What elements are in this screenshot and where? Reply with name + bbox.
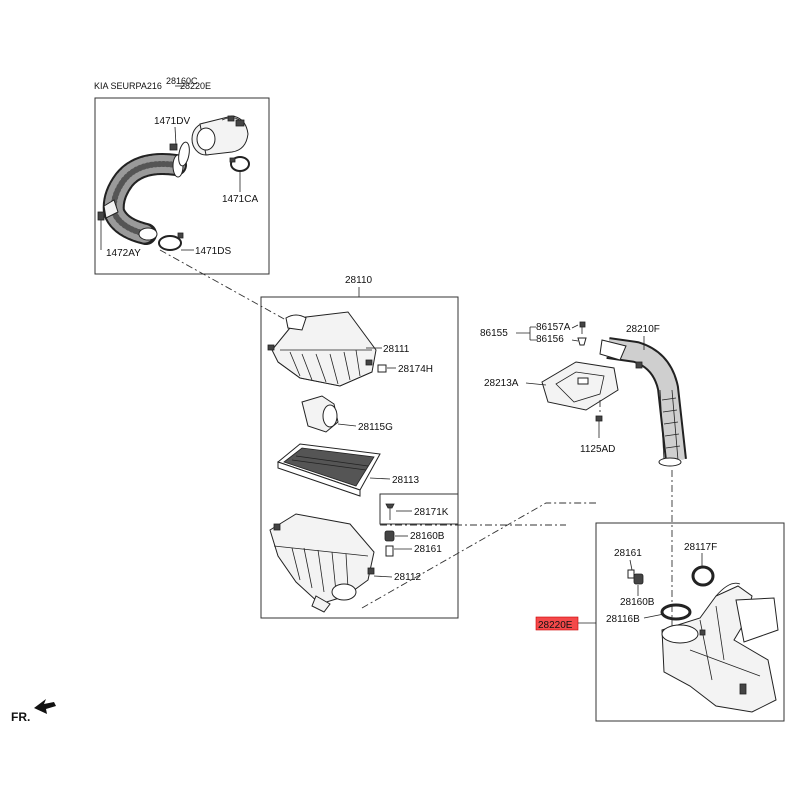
seal-28117f-part[interactable] xyxy=(691,565,715,587)
intake-hose-group: KIA SEURPA216 28160C 28220E xyxy=(94,76,270,275)
link-cleaner-to-duct xyxy=(361,502,596,609)
clamp-1471ds-part[interactable] xyxy=(158,232,184,251)
grommet-28160b-b-part[interactable] xyxy=(633,573,644,585)
intake-tube-28210f-part[interactable] xyxy=(599,337,687,467)
label-1472ay: 1472AY xyxy=(106,248,141,259)
label-1471ds: 1471DS xyxy=(195,246,231,257)
label-1471ca: 1471CA xyxy=(222,194,258,205)
label-28117f: 28117F xyxy=(684,542,717,553)
bolt-28171k-part[interactable] xyxy=(385,503,395,520)
link-hose-to-cleaner xyxy=(159,249,296,326)
seal-28116b-part[interactable] xyxy=(660,603,692,621)
label-28115g: 28115G xyxy=(358,422,393,433)
label-28210f: 28210F xyxy=(626,324,660,335)
intake-duct-28220e-group: 28161 28160B 28117F 28116B xyxy=(535,522,785,722)
label-86155: 86155 xyxy=(480,328,508,339)
sensor-duct-28115g-part[interactable] xyxy=(301,395,339,433)
label-1471dv: 1471DV xyxy=(154,116,190,127)
intake-tube-group: 86155 86157A 86156 28213A 1125AD xyxy=(480,321,687,467)
label-28220e: 28220E xyxy=(538,620,573,631)
label-28110: 28110 xyxy=(345,275,373,286)
filter-element-part[interactable] xyxy=(276,443,381,497)
label-28161-b: 28161 xyxy=(614,548,642,559)
label-28111: 28111 xyxy=(383,344,410,355)
label-28113: 28113 xyxy=(392,475,420,486)
header-title: KIA SEURPA216 xyxy=(94,81,162,91)
label-28160b-b: 28160B xyxy=(620,597,655,608)
front-label: FR. xyxy=(11,710,30,724)
cleaner-box-frame xyxy=(260,296,459,619)
air-cleaner-group: 28110 28111 28174H 28115G xyxy=(260,275,459,619)
label-86157a: 86157A xyxy=(536,322,571,333)
mount-subframe xyxy=(379,493,459,525)
label-28171k: 28171K xyxy=(414,507,449,518)
heat-shield-28213a-part[interactable] xyxy=(541,361,619,411)
front-arrow-icon xyxy=(34,699,56,714)
grommet-28160b-a-part[interactable] xyxy=(384,530,395,542)
bolt-1125ad-part[interactable] xyxy=(595,415,603,438)
cleaner-lower-case-part[interactable] xyxy=(269,513,375,613)
header-ref-28220e: 28220E xyxy=(180,81,211,91)
duct-body-part[interactable] xyxy=(661,582,779,713)
clamp-1471ca-part[interactable] xyxy=(229,156,250,172)
label-86156: 86156 xyxy=(536,334,564,345)
label-28160b-a: 28160B xyxy=(410,531,445,542)
corrugated-hose-part[interactable] xyxy=(97,153,187,245)
hose-resonator-part[interactable] xyxy=(191,115,249,156)
label-28112: 28112 xyxy=(394,572,422,583)
label-28116b: 28116B xyxy=(606,614,640,625)
hose-box-frame xyxy=(94,97,270,275)
label-28174h: 28174H xyxy=(398,364,433,375)
label-28213a: 28213A xyxy=(484,378,519,389)
clip-86157a-part[interactable] xyxy=(579,321,586,334)
label-28161-a: 28161 xyxy=(414,544,442,555)
screw-28174h-part[interactable] xyxy=(377,364,387,373)
highlight-28220e xyxy=(535,616,579,631)
label-1125ad: 1125AD xyxy=(580,444,615,455)
header-ref-28160c: 28160C xyxy=(166,76,198,86)
pin-28161-a-part[interactable] xyxy=(385,545,394,557)
duct-box-frame xyxy=(595,522,785,722)
front-direction-indicator: FR. xyxy=(11,699,56,724)
clip-86156-part[interactable] xyxy=(577,337,587,346)
cleaner-cover-part[interactable] xyxy=(267,311,377,387)
pin-28161-b-part[interactable] xyxy=(627,569,635,579)
clamp-1471dv-part[interactable] xyxy=(169,141,191,167)
